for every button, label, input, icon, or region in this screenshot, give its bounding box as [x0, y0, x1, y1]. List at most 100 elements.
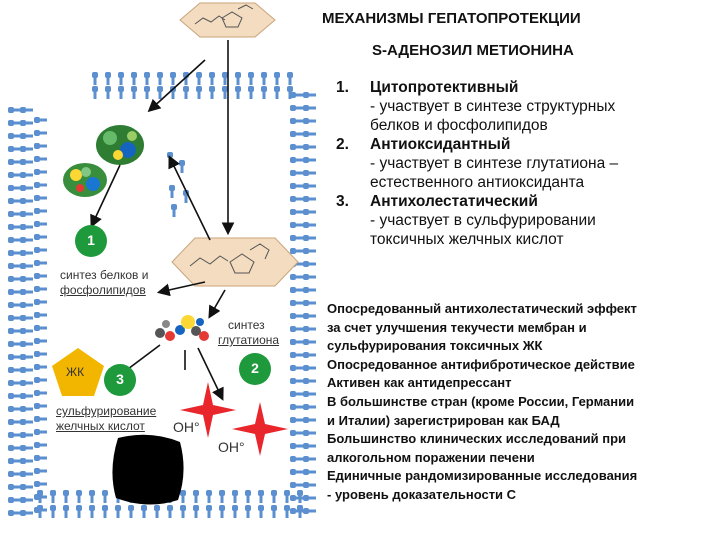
membrane-lipid [290, 105, 303, 111]
membrane-lipid [34, 377, 47, 383]
membrane-lipid [8, 406, 21, 412]
membrane-lipid [102, 490, 108, 503]
membrane-lipid [167, 505, 173, 518]
page-title-line-2: S-АДЕНОЗИЛ МЕТИОНИНА [372, 42, 574, 59]
membrane-lipid [290, 196, 303, 202]
membrane-lipid [303, 287, 316, 293]
membrane-lipid [290, 404, 303, 410]
membrane-lipid [8, 263, 21, 269]
membrane-lipid [261, 72, 267, 85]
membrane-lipid [8, 367, 21, 373]
membrane-lipid [34, 221, 47, 227]
membrane-lipid [303, 274, 316, 280]
membrane-lipid [8, 393, 21, 399]
membrane-lipid [290, 248, 303, 254]
membrane-lipid [50, 505, 56, 518]
membrane-lipid [20, 471, 33, 477]
membrane-lipid [34, 234, 47, 240]
membrane-lipid [34, 208, 47, 214]
membrane-lipid [258, 490, 264, 503]
membrane-lipid [196, 86, 202, 99]
membrane-lipid [20, 445, 33, 451]
membrane-lipid [274, 72, 280, 85]
mechanism-desc: - участвует в сульфурировании [370, 212, 596, 229]
membrane-lipid [157, 72, 163, 85]
membrane-lipid [303, 482, 316, 488]
membrane-lipid [258, 505, 264, 518]
membrane-lipid [102, 505, 108, 518]
membrane-lipid [8, 458, 21, 464]
membrane-lipid [303, 183, 316, 189]
membrane-lipid [303, 196, 316, 202]
membrane-lipid [20, 341, 33, 347]
membrane-lipid [34, 390, 47, 396]
membrane-lipid [303, 261, 316, 267]
membrane-lipid [8, 432, 21, 438]
glutathione-label-1: синтез [228, 318, 265, 332]
membrane-lipid [303, 508, 316, 514]
membrane-lipid [157, 86, 163, 99]
membrane-lipid [20, 107, 33, 113]
membrane-lipid [8, 497, 21, 503]
fact-line: за счет улучшения текучести мембран и [327, 319, 587, 335]
membrane-lipid [8, 107, 21, 113]
membrane-lipid [183, 86, 189, 99]
membrane-lipid [245, 505, 251, 518]
membrane-lipid [20, 419, 33, 425]
glutathione-molecule [155, 315, 209, 341]
fact-line: Активен как антидепрессант [327, 375, 512, 391]
membrane-lipid [290, 378, 303, 384]
membrane-lipid [8, 276, 21, 282]
membrane-lipid [20, 484, 33, 490]
membrane-lipid [8, 120, 21, 126]
membrane-lipid [20, 315, 33, 321]
membrane-lipid [20, 224, 33, 230]
fact-line: сульфурирования токсичных ЖК [327, 338, 543, 354]
membrane-lipid [248, 86, 254, 99]
membrane-lipid [290, 326, 303, 332]
membrane-lipid [8, 328, 21, 334]
zk-label: ЖК [66, 365, 85, 379]
membrane-lipid [303, 222, 316, 228]
membrane-lipid [34, 117, 47, 123]
membrane-lipid [290, 144, 303, 150]
fact-line: алкогольном поражении печени [327, 449, 535, 465]
mechanism-desc: естественного антиоксиданта [370, 174, 585, 191]
mechanism-desc: белков и фосфолипидов [370, 117, 548, 134]
mechanism-desc: - участвует в синтезе глутатиона – [370, 155, 619, 172]
membrane-lipid [290, 170, 303, 176]
membrane-lipid [8, 315, 21, 321]
membrane-lipid [34, 351, 47, 357]
mechanism-name: Антихолестатический [370, 193, 538, 210]
badge-3 [104, 364, 136, 396]
membrane-lipid [271, 490, 277, 503]
membrane-lipid [171, 204, 177, 217]
protein-synthesis-label-1: синтез белков и [60, 268, 149, 282]
membrane-lipid [8, 237, 21, 243]
membrane-lipid [20, 302, 33, 308]
membrane-lipid [131, 72, 137, 85]
membrane-lipid [37, 490, 43, 503]
membrane-lipid [89, 490, 95, 503]
membrane-lipid [34, 403, 47, 409]
membrane-lipid [219, 505, 225, 518]
cell-diagram [8, 2, 316, 518]
membrane-lipid [287, 72, 293, 85]
fact-line: Опосредованное антифибротическое действи… [327, 356, 635, 372]
membrane-lipid [290, 287, 303, 293]
membrane-lipid [303, 235, 316, 241]
membrane-lipid [34, 182, 47, 188]
membrane-lipid [20, 510, 33, 516]
membrane-lipid [34, 169, 47, 175]
membrane-lipid [8, 198, 21, 204]
membrane-lipid [154, 505, 160, 518]
membrane-lipid [20, 367, 33, 373]
membrane-lipid [290, 92, 303, 98]
membrane-lipid [34, 130, 47, 136]
hydroxyl-radical-label-1: OH° [173, 419, 200, 435]
membrane-lipid [34, 325, 47, 331]
membrane-lipid [303, 430, 316, 436]
membrane-lipid [8, 341, 21, 347]
fact-line: Большинство клинических исследований при [327, 431, 627, 447]
membrane-lipid [290, 443, 303, 449]
